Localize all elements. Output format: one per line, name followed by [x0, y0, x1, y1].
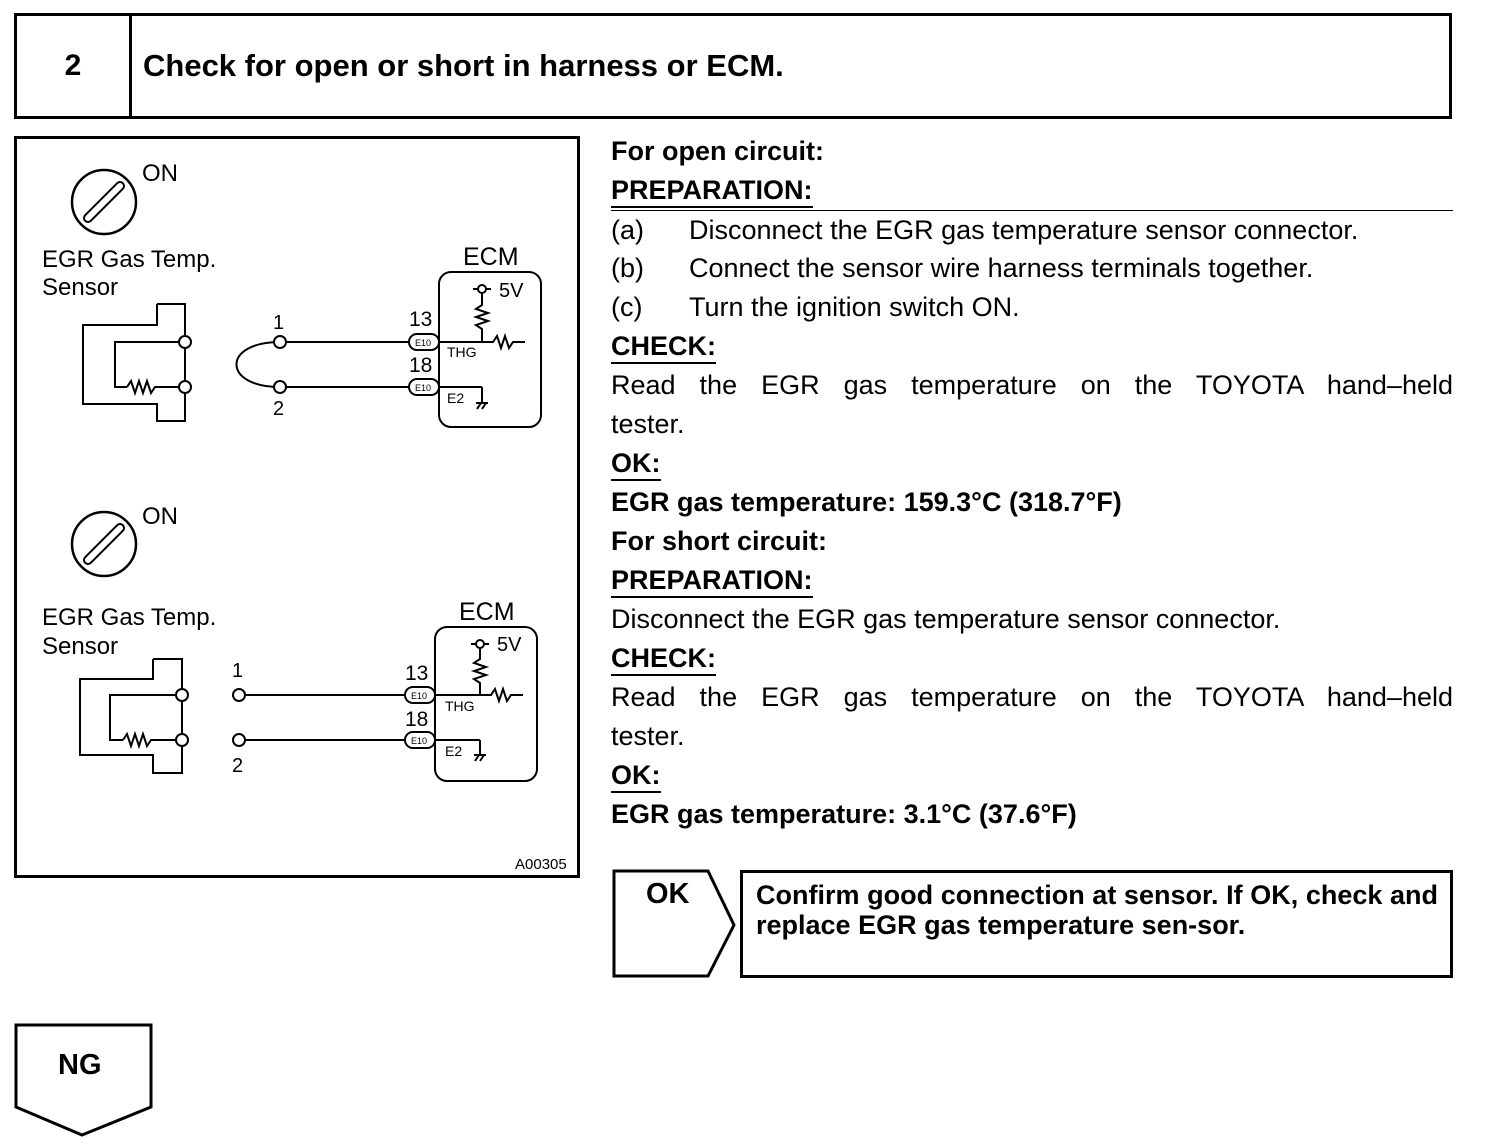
check-instruction: Read the EGR gas temperature on the TOYO… — [611, 370, 1453, 400]
step-text: Connect the sensor wire harness terminal… — [689, 253, 1314, 283]
open-circuit-heading: For open circuit: — [611, 136, 825, 166]
sensor-label-2: Sensor — [42, 274, 118, 301]
connector-code: E10 — [411, 691, 427, 701]
switch-state-label: ON — [142, 160, 178, 187]
step-text: Disconnect the EGR gas temperature senso… — [689, 215, 1359, 245]
check-heading: CHECK: — [611, 643, 716, 676]
connector-code: E10 — [415, 383, 431, 393]
harness-terminal — [273, 335, 287, 349]
ecm-label: ECM — [463, 243, 519, 271]
ok-heading: OK: — [611, 448, 661, 481]
step-letter: (b) — [611, 253, 644, 283]
switch-state-label: ON — [142, 503, 178, 530]
step-title: Check for open or short in harness or EC… — [143, 48, 784, 83]
sensor-label: EGR Gas Temp. — [42, 246, 216, 273]
jumper-wire — [235, 341, 281, 388]
step-row: (c) Turn the ignition switch ON. — [611, 288, 1453, 327]
check-instruction-cont: tester. — [611, 721, 685, 751]
sensor-connector — [82, 303, 186, 422]
step-row: (a) Disconnect the EGR gas temperature s… — [611, 210, 1453, 250]
pin-number: 18 — [405, 708, 428, 731]
harness-terminal — [232, 688, 246, 702]
sensor-terminal — [178, 380, 192, 394]
sensor-connector — [79, 658, 183, 774]
ecm-label: ECM — [459, 598, 515, 626]
step-header: 2 Check for open or short in harness or … — [14, 13, 1452, 119]
sensor-terminal — [175, 733, 189, 747]
pin-number: 13 — [405, 662, 428, 685]
terminal-label: 2 — [232, 755, 243, 777]
short-circuit-heading: For short circuit: — [611, 526, 828, 556]
ok-spec: EGR gas temperature: 3.1°C (37.6°F) — [611, 799, 1077, 829]
ecm-box — [438, 271, 542, 428]
ecm-box — [434, 626, 538, 782]
ignition-switch-icon — [70, 168, 138, 236]
check-instruction: Read the EGR gas temperature on the TOYO… — [611, 682, 1453, 712]
step-text: Turn the ignition switch ON. — [689, 292, 1020, 322]
step-letter: (a) — [611, 215, 644, 245]
step-row: (b) Connect the sensor wire harness term… — [611, 249, 1453, 288]
ignition-switch-icon — [70, 510, 138, 578]
ok-result-label: OK — [646, 878, 690, 910]
ecm-internal-circuit — [439, 284, 525, 410]
step-number: 2 — [17, 16, 132, 116]
diagram-open-circuit: ON EGR Gas Temp. Sensor ECM 1 2 13 18 — [42, 160, 542, 428]
connector-code: E10 — [415, 338, 431, 348]
ground-label: E2 — [445, 743, 462, 759]
preparation-text: Disconnect the EGR gas temperature senso… — [611, 604, 1281, 634]
ok-spec: EGR gas temperature: 159.3°C (318.7°F) — [611, 487, 1122, 517]
connector-code: E10 — [411, 736, 427, 746]
check-heading: CHECK: — [611, 331, 716, 364]
ng-result-label: NG — [58, 1049, 102, 1081]
diagram-short-circuit: ON EGR Gas Temp. Sensor ECM 1 2 13 18 E1… — [42, 503, 538, 782]
voltage-label: 5V — [497, 634, 522, 656]
figure-code: A00305 — [515, 856, 567, 873]
ground-label: E2 — [447, 390, 464, 406]
ok-arrow-icon — [612, 869, 736, 978]
wiring-diagram: ON EGR Gas Temp. Sensor ECM 1 2 13 18 — [14, 136, 580, 878]
sensor-label-2: Sensor — [42, 633, 118, 660]
sensor-label: EGR Gas Temp. — [42, 604, 216, 631]
terminal-label: 1 — [232, 660, 243, 682]
sensor-terminal — [178, 335, 192, 349]
signal-label: THG — [445, 698, 475, 714]
terminal-label: 2 — [273, 398, 284, 420]
preparation-heading: PREPARATION: — [611, 175, 813, 208]
ok-heading: OK: — [611, 760, 661, 793]
terminal-label: 1 — [273, 312, 284, 334]
check-instruction-cont: tester. — [611, 409, 685, 439]
voltage-label: 5V — [499, 280, 524, 302]
preparation-heading: PREPARATION: — [611, 565, 813, 598]
ecm-internal-circuit — [435, 639, 523, 762]
signal-label: THG — [447, 344, 477, 360]
pin-number: 13 — [409, 308, 432, 331]
harness-terminal — [273, 380, 287, 394]
step-letter: (c) — [611, 292, 643, 322]
pin-number: 18 — [409, 354, 432, 377]
sensor-terminal — [175, 688, 189, 702]
wiring-diagram-svg: ON EGR Gas Temp. Sensor ECM 1 2 13 18 — [42, 160, 567, 873]
ok-action-box: Confirm good connection at sensor. If OK… — [740, 870, 1453, 978]
ng-arrow-icon — [14, 1023, 153, 1137]
harness-terminal — [232, 733, 246, 747]
